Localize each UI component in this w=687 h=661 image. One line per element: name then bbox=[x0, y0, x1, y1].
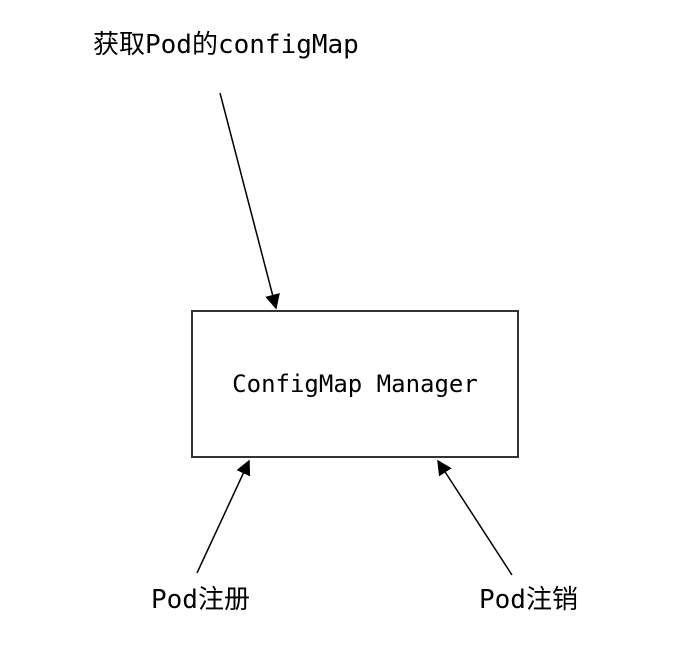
configmap-manager-node-box bbox=[191, 310, 519, 458]
annotation-get-pod-configmap: 获取Pod的configMap bbox=[93, 30, 359, 60]
annotation-pod-register: Pod注册 bbox=[151, 585, 250, 615]
arrow-pod-deregister bbox=[437, 459, 513, 576]
annotation-pod-deregister: Pod注销 bbox=[479, 585, 578, 615]
arrow-pod-register bbox=[196, 459, 251, 574]
arrow-get-configmap bbox=[219, 92, 280, 310]
configmap-manager-node-label: ConfigMap Manager bbox=[232, 370, 478, 398]
configmap-manager-node: ConfigMap Manager bbox=[192, 311, 518, 457]
